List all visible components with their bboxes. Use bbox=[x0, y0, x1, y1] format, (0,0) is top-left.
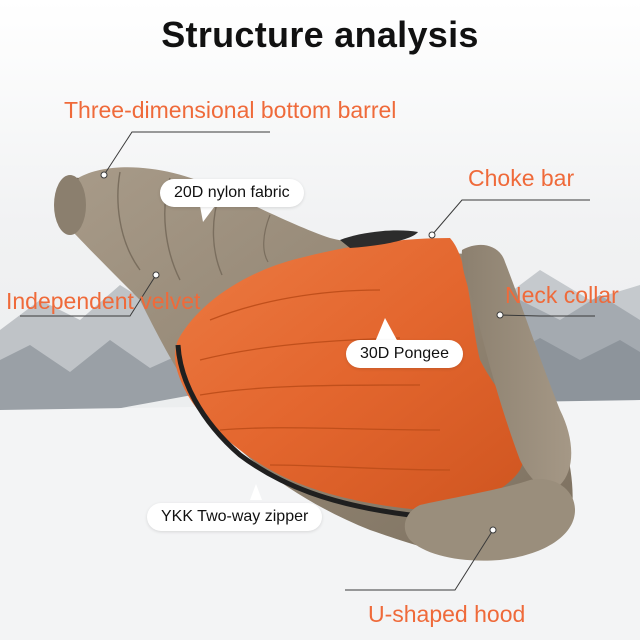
label-bottom-barrel: Three-dimensional bottom barrel bbox=[64, 97, 397, 123]
callout-pongee: 30D Pongee bbox=[346, 340, 463, 368]
sleeping-bag bbox=[54, 167, 575, 561]
nylon-bubble-tail bbox=[200, 206, 215, 222]
label-choke-bar: Choke bar bbox=[468, 165, 575, 191]
label-independent-velvet: Independent velvet bbox=[6, 288, 201, 314]
page-title: Structure analysis bbox=[161, 14, 479, 55]
leader-dots bbox=[100, 171, 504, 534]
callout-ykk-zipper: YKK Two-way zipper bbox=[147, 503, 323, 531]
leader-lines bbox=[20, 131, 595, 591]
zipper-bubble-tail bbox=[250, 484, 262, 500]
callout-nylon-fabric: 20D nylon fabric bbox=[160, 179, 304, 207]
label-u-shaped-hood: U-shaped hood bbox=[368, 601, 526, 627]
label-neck-collar: Neck collar bbox=[505, 282, 619, 308]
pongee-bubble-tail bbox=[375, 318, 398, 342]
